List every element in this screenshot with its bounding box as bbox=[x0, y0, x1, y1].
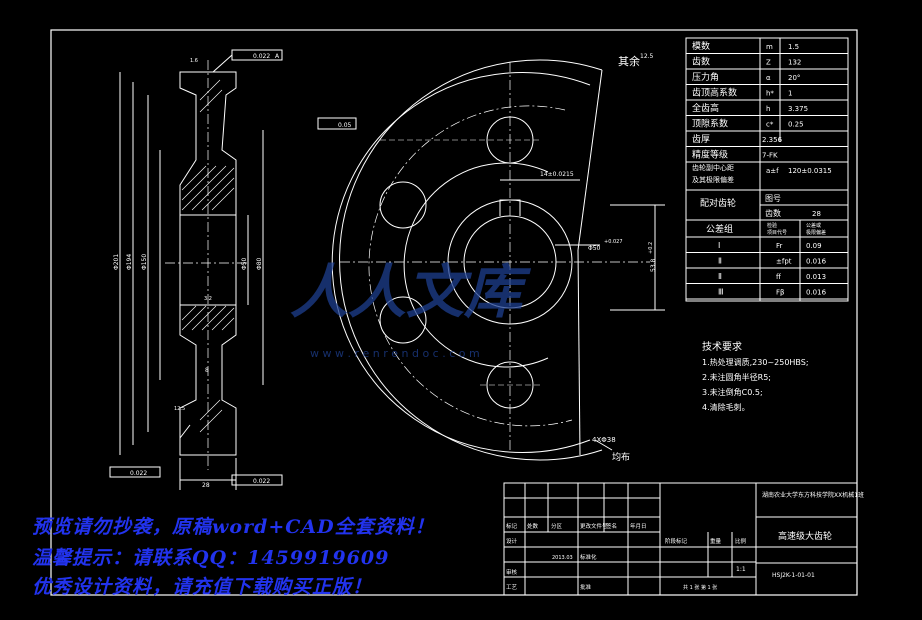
tolerance-group-0: Ⅰ bbox=[718, 241, 720, 250]
tolerance-code-2: ff bbox=[776, 273, 781, 281]
param-value-0: 1.5 bbox=[788, 43, 799, 51]
param-symbol-2: α bbox=[766, 74, 771, 82]
tolerance-value-2: 0.013 bbox=[806, 273, 826, 281]
param-label-7: 精度等级 bbox=[692, 149, 728, 161]
tolerance-col2-header: 项目代号 bbox=[767, 229, 787, 236]
parameter-table-text: 模数 m 1.5 齿数 Z 132 压力角 α 20° 齿顶高系数 h* 1 全齿高 h 3.375 顶隙系数… bbox=[692, 40, 832, 297]
tolerance-col2-header: 检验 bbox=[767, 222, 777, 229]
tolerance-code-0: Fr bbox=[776, 242, 783, 250]
param-value-4: 3.375 bbox=[788, 105, 808, 113]
param-label-1: 齿数 bbox=[692, 56, 710, 68]
mating-teeth-value: 28 bbox=[812, 210, 821, 218]
param-symbol-0: m bbox=[766, 43, 773, 51]
tolerance-value-3: 0.016 bbox=[806, 289, 827, 297]
drawing-border bbox=[50, 29, 858, 596]
param-label-3: 齿顶高系数 bbox=[692, 87, 737, 99]
param-label-5: 顶隙系数 bbox=[692, 118, 728, 130]
tolerance-group-2: Ⅱ bbox=[718, 272, 722, 281]
tolerance-value-1: 0.016 bbox=[806, 258, 827, 266]
section-view bbox=[109, 49, 283, 490]
param-symbol-5: c* bbox=[766, 121, 774, 129]
param-label-4: 全齿高 bbox=[692, 102, 719, 114]
front-view bbox=[317, 59, 665, 461]
tolerance-value-0: 0.09 bbox=[806, 242, 822, 250]
param-symbol-4: h bbox=[766, 105, 770, 113]
param-symbol-8: a±f bbox=[766, 167, 779, 175]
promo-line-1: 预览请勿抄袭，原稿word+CAD全套资料！ bbox=[32, 516, 435, 538]
mating-drawing-no-label: 图号 bbox=[765, 194, 781, 203]
promo-line-3: 优秀设计资料，请充值下载购买正版！ bbox=[32, 576, 373, 598]
param-value-1: 132 bbox=[788, 59, 801, 67]
param-value-8: 120±0.0315 bbox=[788, 167, 832, 175]
param-value-3: 1 bbox=[788, 90, 792, 98]
mating-teeth-label: 齿数 bbox=[765, 208, 781, 218]
tolerance-group-3: Ⅲ bbox=[718, 288, 724, 297]
tolerance-col3-header: 极限偏差 bbox=[806, 229, 826, 236]
param-value-2: 20° bbox=[788, 74, 800, 82]
mating-gear-label: 配对齿轮 bbox=[700, 197, 736, 209]
param-label-6: 齿厚 bbox=[692, 134, 710, 145]
tolerance-group-1: Ⅱ bbox=[718, 257, 722, 266]
param-value-7: 7-FK bbox=[762, 152, 778, 160]
param-label-0: 模数 bbox=[692, 40, 710, 52]
param-label-8: 齿轮副中心距 bbox=[692, 163, 734, 172]
title-block bbox=[503, 482, 858, 596]
tolerance-col3-header: 公差或 bbox=[806, 222, 821, 229]
param-label-2: 压力角 bbox=[692, 71, 719, 83]
param-value-5: 0.25 bbox=[788, 121, 804, 129]
promo-line-2: 温馨提示：请联系QQ：1459919609 bbox=[32, 547, 390, 569]
param-value-6: 2.356 bbox=[762, 136, 783, 144]
param-symbol-3: h* bbox=[766, 90, 774, 98]
param-label-8: 及其极限偏差 bbox=[692, 175, 734, 184]
tolerance-code-1: ±fpt bbox=[776, 258, 792, 266]
tolerance-header: 公差组 bbox=[706, 223, 733, 235]
param-symbol-1: Z bbox=[766, 59, 771, 67]
parameter-table bbox=[685, 37, 849, 302]
tolerance-code-3: Fβ bbox=[776, 289, 785, 297]
